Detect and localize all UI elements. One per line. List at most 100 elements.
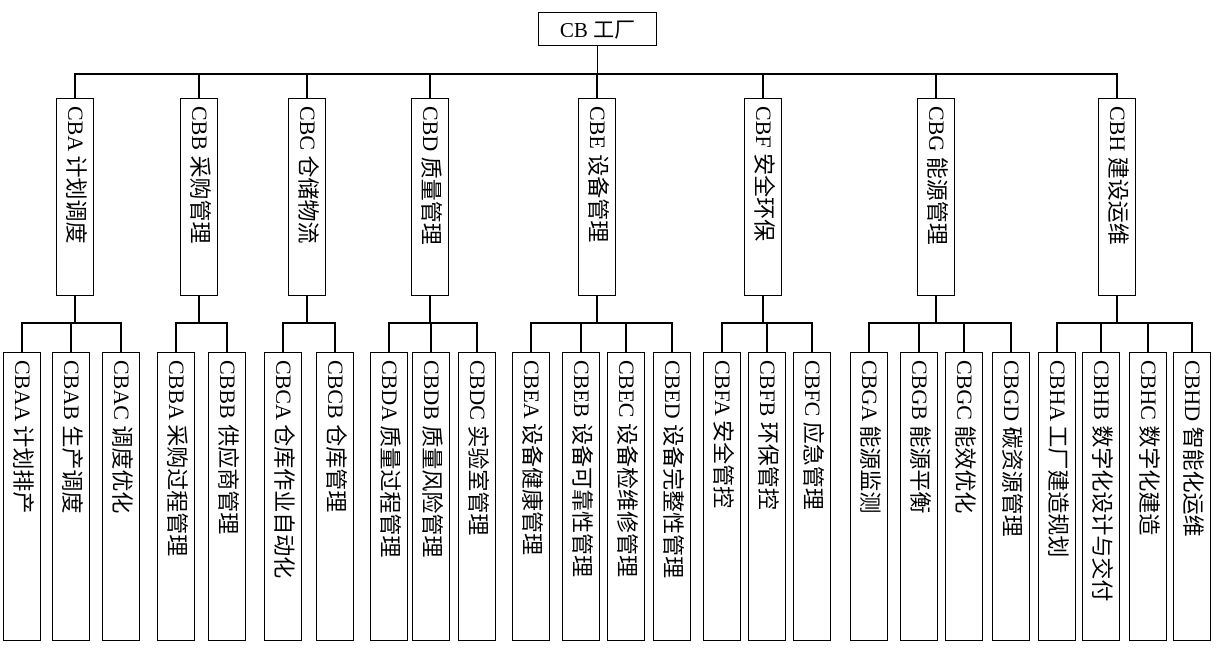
node-cbca: CBCA 仓库作业自动化 [264, 352, 302, 641]
node-cbfb: CBFB 环保管控 [748, 352, 786, 641]
node-cbba: CBBA 采购过程管理 [157, 352, 195, 641]
node-cbhc: CBHC 数字化建造 [1129, 352, 1167, 641]
connector-line [530, 323, 532, 352]
node-cbec: CBEC 设备检维修管理 [607, 352, 645, 641]
connector-line [282, 322, 336, 324]
connector-line [671, 323, 673, 352]
node-label-cbfb: CBFB 环保管控 [755, 360, 780, 510]
node-cbcb: CBCB 仓库管理 [316, 352, 354, 641]
node-label-cbec: CBEC 设备检维修管理 [614, 360, 639, 577]
connector-line [935, 296, 937, 323]
connector-line [226, 323, 228, 352]
node-cbfc: CBFC 应急管理 [793, 352, 831, 641]
connector-line [766, 323, 768, 352]
node-cbed: CBED 设备完整性管理 [653, 352, 691, 641]
node-root: CB 工厂 [538, 12, 657, 46]
connector-line [868, 323, 870, 352]
connector-line [935, 74, 937, 98]
connector-line [1116, 296, 1118, 323]
node-label-cbed: CBED 设备完整性管理 [660, 360, 685, 579]
node-label-cbb: CBB 采购管理 [187, 106, 212, 244]
node-label-cbhb: CBHB 数字化设计与交付 [1089, 360, 1114, 602]
connector-line [596, 296, 598, 323]
node-cbfa: CBFA 安全管控 [703, 352, 741, 641]
node-cbh: CBH 建设运维 [1098, 98, 1136, 296]
node-label-cbha: CBHA 工厂建造规划 [1045, 360, 1070, 558]
connector-line [811, 323, 813, 352]
root-label: CB 工厂 [559, 18, 636, 42]
connector-line [762, 296, 764, 323]
node-label-cbda: CBDA 质量过程管理 [377, 360, 402, 558]
node-cbab: CBAB 生产调度 [52, 352, 90, 641]
node-label-cbgc: CBGC 能效优化 [952, 360, 977, 514]
node-cbea: CBEA 设备健康管理 [512, 352, 550, 641]
connector-line [388, 322, 478, 324]
node-cbdc: CBDC 实验室管理 [458, 352, 496, 641]
connector-line [388, 323, 390, 352]
node-cbgb: CBGB 能源平衡 [900, 352, 938, 641]
node-cbe: CBE 设备管理 [578, 98, 616, 296]
connector-line [429, 74, 431, 98]
node-label-cbf: CBF 安全环保 [751, 106, 776, 242]
node-label-cbg: CBG 能源管理 [924, 106, 949, 245]
connector-line [476, 323, 478, 352]
connector-line [762, 74, 764, 98]
connector-line [334, 323, 336, 352]
node-label-cbh: CBH 建设运维 [1105, 106, 1130, 245]
node-label-cbcb: CBCB 仓库管理 [323, 360, 348, 513]
connector-line [625, 323, 627, 352]
connector-line [429, 296, 431, 323]
node-label-cbe: CBE 设备管理 [585, 106, 610, 243]
node-label-cbgb: CBGB 能源平衡 [907, 360, 932, 514]
connector-line [1100, 323, 1102, 352]
node-label-cbbb: CBBB 供应商管理 [215, 360, 240, 535]
node-label-cbaa: CBAA 计划排产 [10, 360, 35, 514]
node-cbd: CBD 质量管理 [411, 98, 449, 296]
connector-line [1010, 323, 1012, 352]
connector-line [596, 74, 598, 98]
node-cbgd: CBGD 碳资源管理 [992, 352, 1030, 641]
connector-line [306, 74, 308, 98]
node-cbgc: CBGC 能效优化 [945, 352, 983, 641]
connector-line [868, 322, 1012, 324]
connector-line [530, 322, 673, 324]
node-cbeb: CBEB 设备可靠性管理 [562, 352, 600, 641]
node-label-cbeb: CBEB 设备可靠性管理 [569, 360, 594, 577]
node-label-cbd: CBD 质量管理 [418, 106, 443, 245]
node-cbdb: CBDB 质量风险管理 [412, 352, 450, 641]
node-label-cbba: CBBA 采购过程管理 [164, 360, 189, 557]
node-label-cbfc: CBFC 应急管理 [800, 360, 825, 510]
connector-line [1056, 323, 1058, 352]
connector-line [198, 74, 200, 98]
node-label-cbdc: CBDC 实验室管理 [465, 360, 490, 536]
node-label-cbac: CBAC 调度优化 [109, 360, 134, 514]
node-cbbb: CBBB 供应商管理 [208, 352, 246, 641]
node-cbha: CBHA 工厂建造规划 [1038, 352, 1076, 641]
connector-line [1147, 323, 1149, 352]
node-label-cba: CBA 计划调度 [63, 106, 88, 244]
node-cbb: CBB 采购管理 [180, 98, 218, 296]
node-label-cbca: CBCA 仓库作业自动化 [271, 360, 296, 579]
connector-line [306, 296, 308, 323]
node-cbhb: CBHB 数字化设计与交付 [1082, 352, 1120, 641]
connector-line [175, 322, 228, 324]
connector-line [74, 296, 76, 323]
node-cbc: CBC 仓储物流 [288, 98, 326, 296]
node-label-cbga: CBGA 能源监测 [857, 360, 882, 514]
node-label-cbab: CBAB 生产调度 [59, 360, 84, 514]
node-label-cbhd: CBHD 智能化运维 [1180, 360, 1205, 537]
connector-line [198, 296, 200, 323]
node-cbda: CBDA 质量过程管理 [370, 352, 408, 641]
node-cbg: CBG 能源管理 [917, 98, 955, 296]
connector-line [70, 323, 72, 352]
node-cbac: CBAC 调度优化 [102, 352, 140, 641]
node-cbhd: CBHD 智能化运维 [1173, 352, 1211, 641]
node-label-cbea: CBEA 设备健康管理 [519, 360, 544, 555]
connector-line [721, 323, 723, 352]
connector-line [580, 323, 582, 352]
connector-line [596, 46, 599, 74]
connector-line [1191, 323, 1193, 352]
connector-line [1116, 74, 1118, 98]
connector-line [1056, 322, 1193, 324]
